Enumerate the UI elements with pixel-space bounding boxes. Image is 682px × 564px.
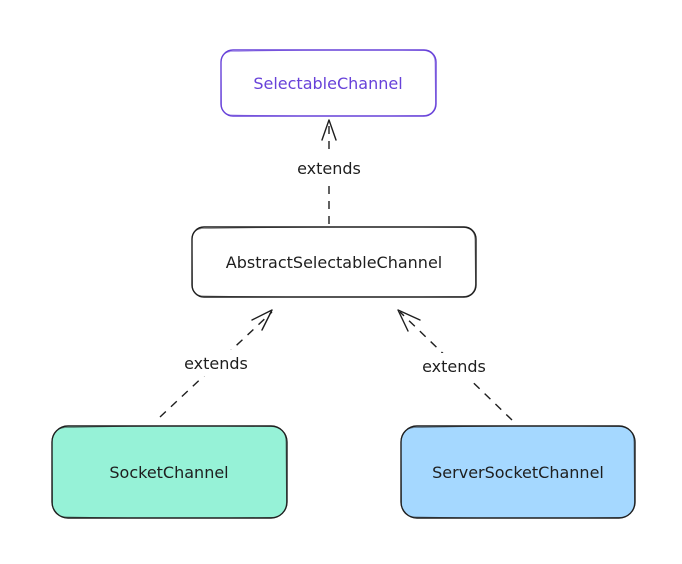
edge-label: extends [184, 354, 248, 373]
edge-label: extends [422, 357, 486, 376]
node-socket-channel[interactable]: SocketChannel [51, 425, 288, 519]
edge-label-background [412, 353, 496, 379]
node-label: SocketChannel [109, 463, 228, 482]
node-server-socket-channel[interactable]: ServerSocketChannel [400, 425, 636, 519]
node-box-sketch-stroke [220, 49, 436, 117]
edge-socket-to-abstract: extends [159, 309, 273, 418]
node-abstract-selectable-channel[interactable]: AbstractSelectableChannel [191, 226, 477, 298]
node-label: SelectableChannel [253, 74, 402, 93]
node-box-sketch-stroke [191, 226, 476, 298]
node-box-sketch-stroke [400, 425, 635, 519]
arrowhead-icon [397, 309, 421, 332]
edge-label: extends [297, 159, 361, 178]
edge-label-background [174, 350, 258, 376]
node-selectable-channel[interactable]: SelectableChannel [220, 49, 437, 117]
node-label: ServerSocketChannel [432, 463, 604, 482]
node-label: AbstractSelectableChannel [226, 253, 442, 272]
edge-label-background [288, 155, 370, 181]
node-box-sketch-stroke [51, 425, 287, 519]
arrowhead-icon [321, 119, 337, 141]
arrowhead-icon [251, 309, 273, 331]
edge-abstract-to-selectable: extends [288, 119, 370, 224]
edge-server-socket-to-abstract: extends [397, 309, 513, 421]
